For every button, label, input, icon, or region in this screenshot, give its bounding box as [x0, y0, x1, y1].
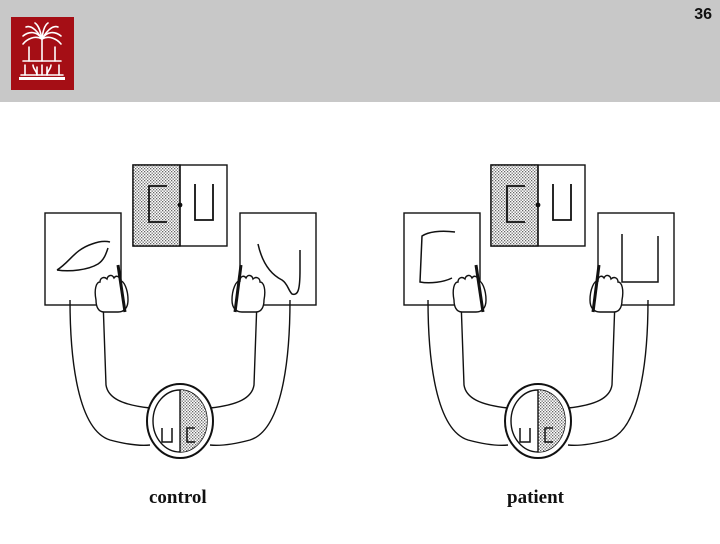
control-panel: [45, 165, 316, 458]
split-brain-drawing-figure: control patient: [0, 102, 720, 540]
slide-number: 36: [694, 6, 712, 24]
control-caption: control: [149, 487, 207, 509]
figure-illustration: [0, 102, 720, 540]
palm-tree-seal-icon: [11, 17, 74, 90]
patient-caption: patient: [507, 487, 564, 509]
patient-panel: [404, 165, 674, 458]
header-bar: 36: [0, 0, 720, 102]
university-logo: [11, 17, 74, 90]
